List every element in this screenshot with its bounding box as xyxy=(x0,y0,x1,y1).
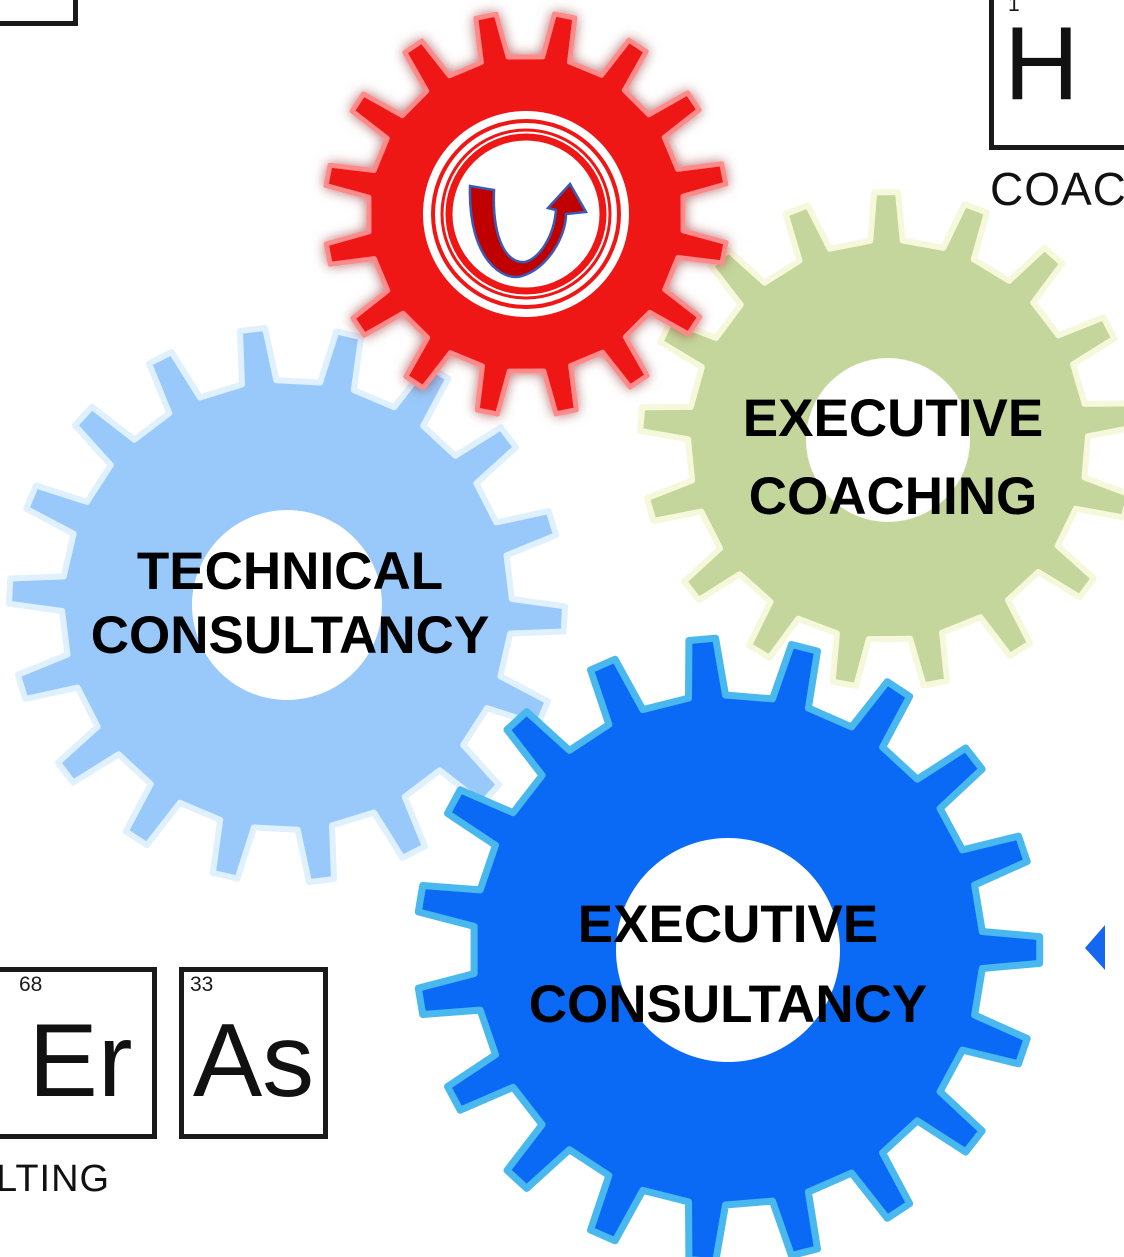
element-symbol: As xyxy=(192,1003,315,1119)
executive-consultancy-label: EXECUTIVE CONSULTANCY xyxy=(498,885,958,1045)
logo-ring-2 xyxy=(440,128,612,300)
element-number: 33 xyxy=(190,973,214,996)
executive-coaching-label: EXECUTIVE COACHING xyxy=(690,380,1096,536)
element-number: 1 xyxy=(1008,0,1020,16)
element-tile-as: 33 As xyxy=(179,967,328,1139)
element-tile-er: 68 Er xyxy=(0,967,157,1139)
label-line: CONSULTANCY xyxy=(90,606,490,665)
logo-gear xyxy=(323,11,729,417)
logo-ring-3 xyxy=(445,133,607,295)
executive-coaching-gear xyxy=(637,189,1124,689)
u-turn-arrow-icon xyxy=(468,181,589,279)
logo-ring-outer xyxy=(423,111,629,317)
label-line: TECHNICAL xyxy=(136,542,444,601)
coaching-caption: COAC xyxy=(990,163,1124,215)
coaching-gear-hole xyxy=(806,358,970,522)
technical-consultancy-label: TECHNICAL CONSULTANCY xyxy=(60,540,520,668)
technical-consultancy-gear xyxy=(6,324,568,886)
logo-ring-1 xyxy=(431,119,621,309)
label-line: COACHING xyxy=(748,467,1038,526)
element-tile-h: 1 H xyxy=(989,0,1124,150)
executive-gear-hole xyxy=(616,838,840,1062)
executive-consultancy-gear xyxy=(414,634,1044,1257)
technical-gear-hole xyxy=(192,510,382,700)
label-line: EXECUTIVE xyxy=(577,895,879,954)
element-number: 68 xyxy=(19,973,43,996)
consulting-caption: LTING xyxy=(0,1158,111,1200)
side-pointer-icon xyxy=(1085,925,1105,970)
element-symbol: H xyxy=(1004,6,1080,122)
label-line: EXECUTIVE xyxy=(742,389,1044,448)
element-symbol: Er xyxy=(28,1003,133,1119)
element-tile-top-left xyxy=(0,0,78,26)
label-line: CONSULTANCY xyxy=(528,975,928,1034)
